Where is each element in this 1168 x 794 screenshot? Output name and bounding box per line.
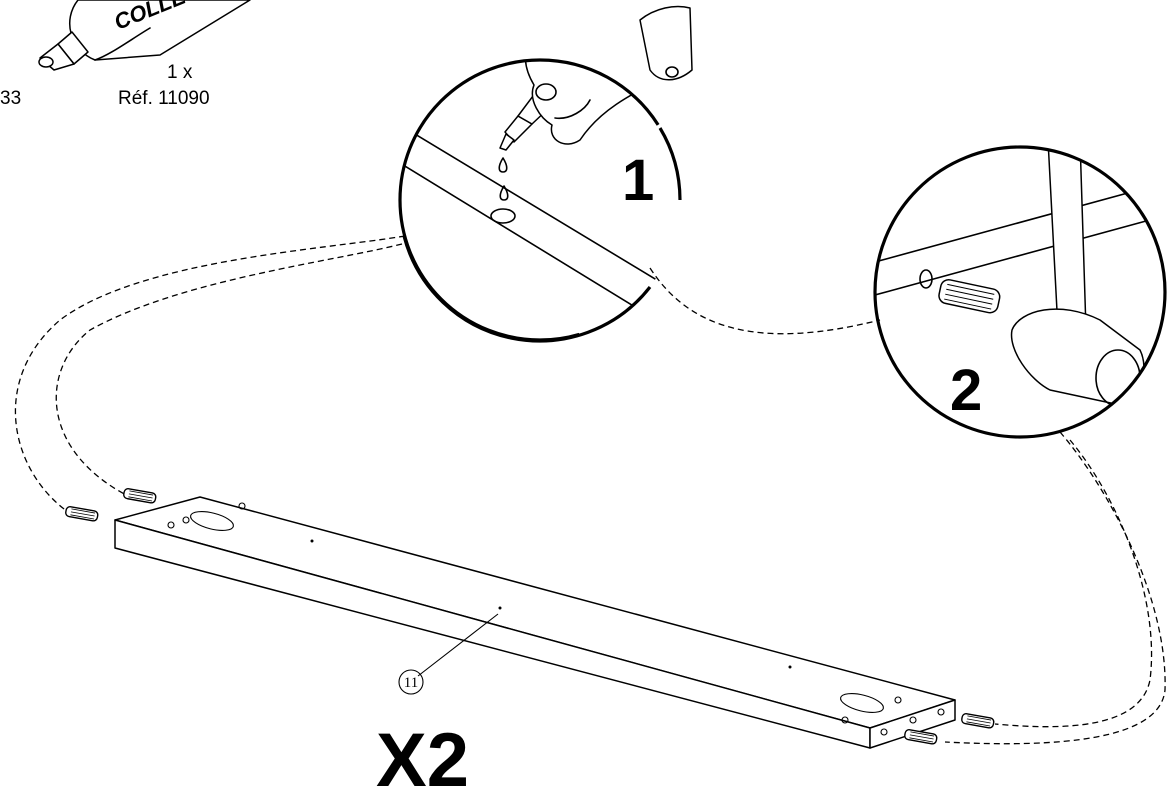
glue-reference: Réf. 11090 xyxy=(118,88,210,109)
glue-tube-illustration: COLLE xyxy=(38,0,251,71)
leader-lines xyxy=(14,235,1166,745)
board-part-11 xyxy=(114,496,956,749)
left-reference-fragment: 33 xyxy=(0,88,21,109)
part-callout: 11 xyxy=(398,613,499,695)
part-number: 11 xyxy=(404,675,418,691)
step-2-detail xyxy=(873,145,1167,439)
hand-sleeve xyxy=(639,5,693,81)
glue-quantity: 1 x xyxy=(167,62,193,83)
quantity-multiplier: X2 xyxy=(376,718,469,794)
step-2-number: 2 xyxy=(950,358,982,423)
step-1-number: 1 xyxy=(622,148,654,213)
